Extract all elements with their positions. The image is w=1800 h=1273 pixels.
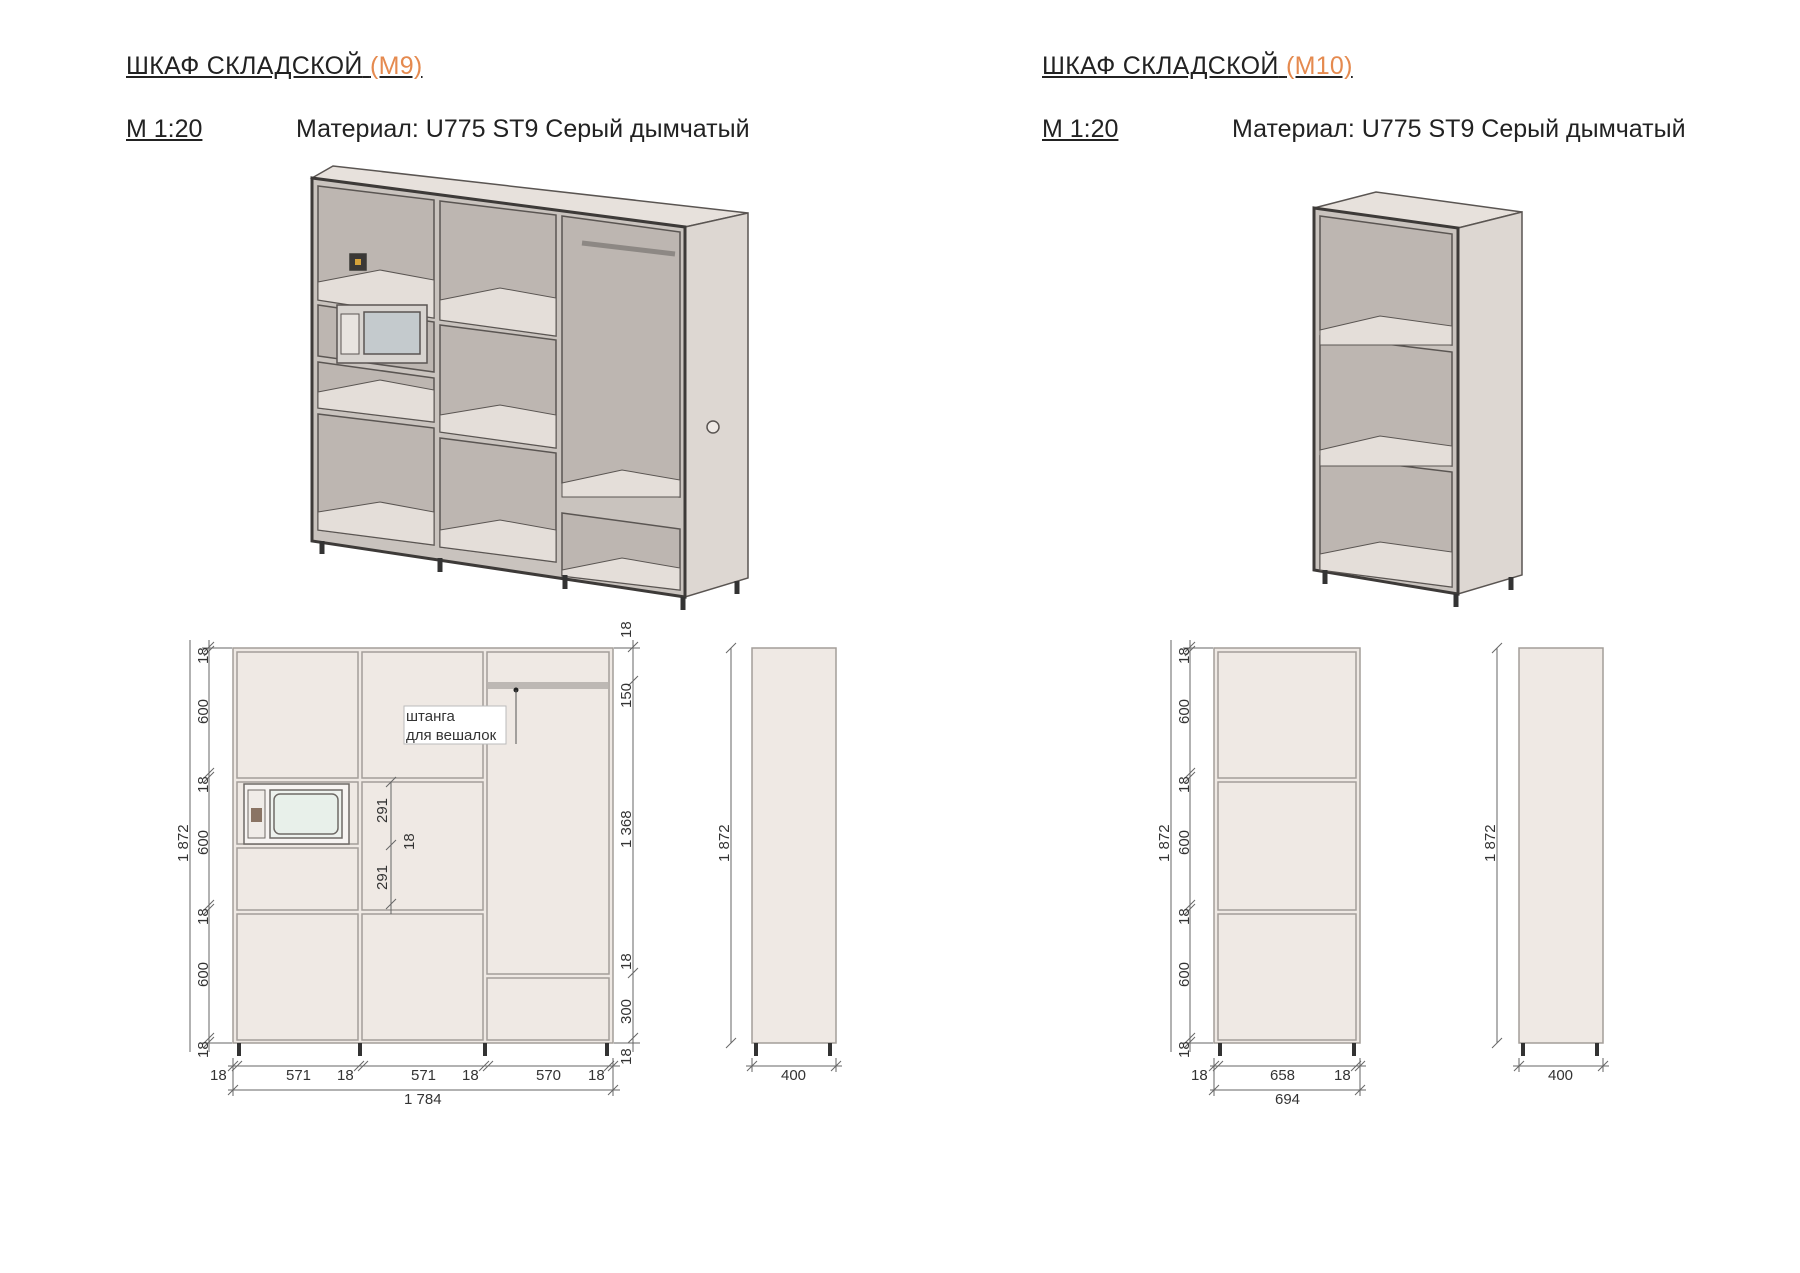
m9-dim-overall-height: 1 872 xyxy=(175,824,192,862)
m9-dim-h-600b: 600 xyxy=(195,830,212,855)
m9-dim-w-18c: 18 xyxy=(462,1067,479,1084)
m9-dimension-labels: 18 600 18 600 18 600 18 1 872 291 18 291… xyxy=(175,621,806,1108)
m9-dim-mw-291b: 291 xyxy=(374,865,391,890)
m9-dim-w-18d: 18 xyxy=(588,1067,605,1084)
m10-dim-w-18a: 18 xyxy=(1191,1067,1208,1084)
m10-isometric-view xyxy=(1312,191,1523,607)
m10-dim-overall-width: 694 xyxy=(1275,1091,1300,1108)
m10-dimensions xyxy=(1170,640,1609,1096)
m10-dim-h-18c: 18 xyxy=(1176,908,1193,925)
m10-dim-h-600a: 600 xyxy=(1176,699,1193,724)
m9-isometric-view xyxy=(309,165,749,610)
m10-dim-side-height: 1 872 xyxy=(1482,824,1499,862)
sheet-m9-title-main: ШКАФ СКЛАДСКОЙ xyxy=(126,52,363,80)
m10-dim-w-18b: 18 xyxy=(1334,1067,1351,1084)
m9-rod-label-line1: штанга xyxy=(406,708,456,725)
m10-dim-overall-height: 1 872 xyxy=(1156,824,1173,862)
m9-side-elevation xyxy=(751,647,837,1056)
m10-dim-h-18d: 18 xyxy=(1176,1041,1193,1058)
sheet-m9-title: ШКАФ СКЛАДСКОЙ (M9) xyxy=(126,52,423,81)
m10-front-elevation xyxy=(1213,647,1361,1056)
m9-dim-w-570: 570 xyxy=(536,1067,561,1084)
m10-dim-w-658: 658 xyxy=(1270,1067,1295,1084)
m9-dimensions xyxy=(189,640,842,1096)
m9-dim-w-571b: 571 xyxy=(411,1067,436,1084)
sheet-m9-title-code: (M9) xyxy=(369,52,423,80)
m9-dim-r-150: 150 xyxy=(618,683,635,708)
m9-dim-h-18b: 18 xyxy=(195,776,212,793)
m10-dim-h-18a: 18 xyxy=(1176,647,1193,664)
m9-dim-side-height: 1 872 xyxy=(716,824,733,862)
m9-rod-callout: штанга для вешалок xyxy=(403,690,517,745)
sheet-m10-scale: M 1:20 xyxy=(1042,115,1119,143)
m9-dim-w-571a: 571 xyxy=(286,1067,311,1084)
m9-dim-h-600a: 600 xyxy=(195,699,212,724)
m9-dim-r-300: 300 xyxy=(618,999,635,1024)
m9-dim-mw-18: 18 xyxy=(401,833,418,850)
m10-dimension-labels: 18 600 18 600 18 600 18 1 872 1 872 18 6… xyxy=(1156,647,1573,1108)
m10-dim-depth: 400 xyxy=(1548,1067,1573,1084)
m10-dim-h-600c: 600 xyxy=(1176,962,1193,987)
m10-side-elevation xyxy=(1518,647,1604,1056)
m9-dim-h-18c: 18 xyxy=(195,908,212,925)
sheet-m9-material: Материал: U775 ST9 Серый дымчатый xyxy=(296,115,750,143)
m9-dim-r-1368: 1 368 xyxy=(618,810,635,848)
m9-dim-h-18d: 18 xyxy=(195,1041,212,1058)
m9-dim-r-18b: 18 xyxy=(618,953,635,970)
m9-dim-r-18a: 18 xyxy=(618,621,635,638)
sheet-m10-material: Материал: U775 ST9 Серый дымчатый xyxy=(1232,115,1686,143)
sheet-m10-title-main: ШКАФ СКЛАДСКОЙ xyxy=(1042,52,1279,80)
m9-dim-depth: 400 xyxy=(781,1067,806,1084)
sheet-m10-title-code: (M10) xyxy=(1285,52,1353,80)
m9-dim-w-18b: 18 xyxy=(337,1067,354,1084)
m9-dim-overall-width: 1 784 xyxy=(404,1091,442,1108)
m9-dim-h-600c: 600 xyxy=(195,962,212,987)
m9-dim-mw-291a: 291 xyxy=(374,798,391,823)
m10-dim-h-600b: 600 xyxy=(1176,830,1193,855)
m9-dim-r-18c: 18 xyxy=(618,1048,635,1065)
m9-dim-w-18a: 18 xyxy=(210,1067,227,1084)
sheet-m9-scale: M 1:20 xyxy=(126,115,203,143)
sheet-m10-title: ШКАФ СКЛАДСКОЙ (M10) xyxy=(1042,52,1353,81)
m10-dim-h-18b: 18 xyxy=(1176,776,1193,793)
m9-rod-label-line2: для вешалок xyxy=(406,727,497,744)
m9-dim-h-18a: 18 xyxy=(195,647,212,664)
